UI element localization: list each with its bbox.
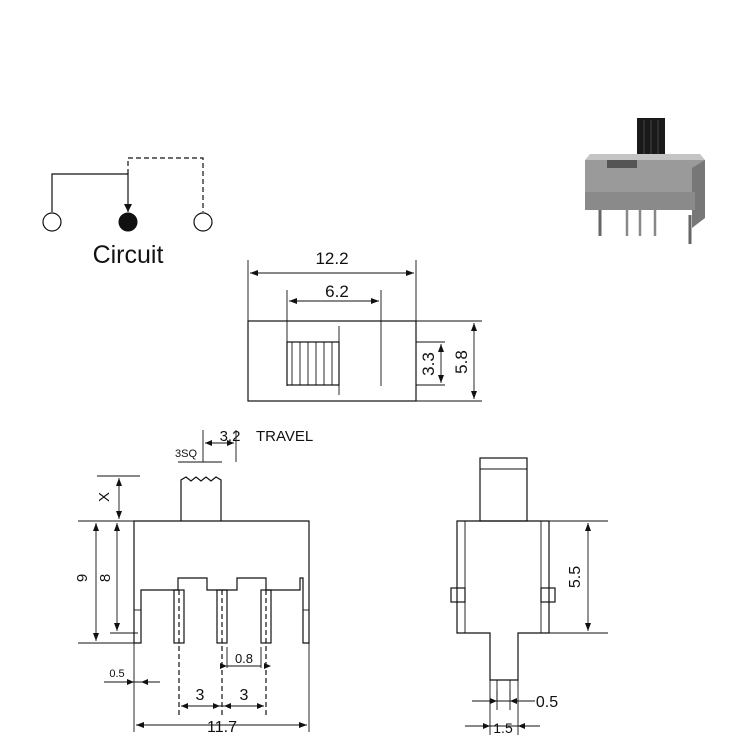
body-height-5-8-label: 5.8 <box>452 350 471 374</box>
knob-size-3sq-label: 3SQ <box>175 448 197 460</box>
circuit-symbol: Circuit <box>42 157 213 269</box>
product-photo <box>585 118 705 244</box>
total-height-9-label: 9 <box>74 574 91 582</box>
travel-3-2-label: 3.2 <box>220 428 241 445</box>
side-height-5-5-label: 5.5 <box>567 566 584 588</box>
pin-width-0-8-label: 0.8 <box>235 651 253 666</box>
travel-word-label: TRAVEL <box>256 428 313 445</box>
body-height-8-label: 8 <box>97 574 114 582</box>
pitch-right-3-label: 3 <box>240 687 249 704</box>
side-view: 5.5 0.5 1.5 <box>450 457 608 736</box>
overall-width-11-7-label: 11.7 <box>207 719 237 736</box>
knob-height-3-3-label: 3.3 <box>419 352 438 376</box>
width-12-2-label: 12.2 <box>315 249 348 268</box>
pin-width-1-5-label: 1.5 <box>493 720 513 736</box>
leg-width-0-5-label: 0.5 <box>109 668 124 680</box>
circuit-label: Circuit <box>93 241 164 269</box>
terminal-right <box>193 212 213 232</box>
knob-height-x-label: X <box>96 492 113 502</box>
terminal-left <box>42 212 62 232</box>
pitch-left-3-label: 3 <box>196 687 205 704</box>
terminal-common <box>118 212 138 232</box>
front-view: 3.2 TRAVEL 3SQ X 9 8 0.8 <box>74 428 313 736</box>
travel-span-6-2-label: 6.2 <box>325 282 349 301</box>
pin-thickness-0-5-label: 0.5 <box>536 694 558 711</box>
top-view: 12.2 6.2 3.3 5.8 <box>247 249 482 402</box>
